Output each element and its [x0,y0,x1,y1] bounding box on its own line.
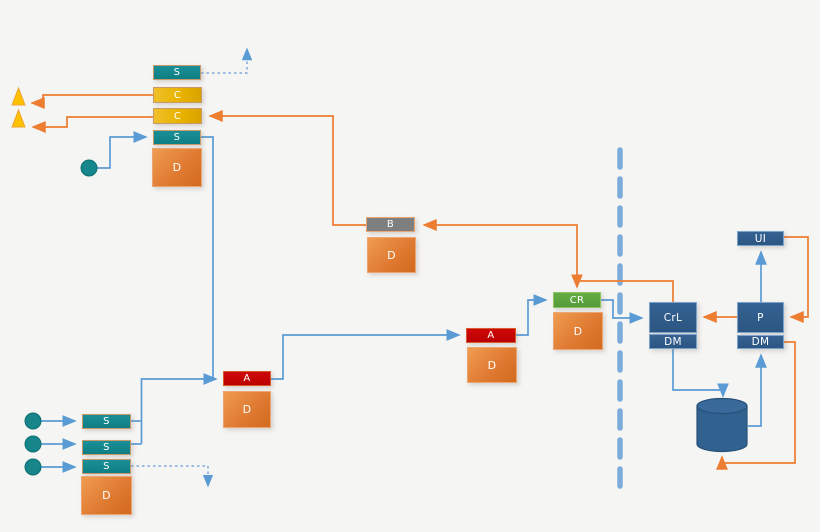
triangle-icon [11,108,26,128]
orange-flow-lines [30,94,809,470]
start-circles [24,159,98,476]
node-ui: UI [737,231,784,246]
dotted-arrow-s5-exit-down [131,465,214,488]
dotted-arrow-s1-exit-up [201,47,253,74]
arrow-b-to-c2 [208,110,366,226]
database-cylinder-icon [696,397,748,453]
arrow-ui-to-p [784,236,809,323]
node-d1: D [152,148,202,187]
node-p: P [737,302,784,333]
start-circle-icon [24,412,42,430]
arrow-a2-to-cr [516,294,548,336]
node-d-a1: D [223,391,271,428]
node-d-a2: D [467,347,517,383]
start-circle-icon [24,458,42,476]
node-dm-crl: DM [649,334,697,349]
arrow-circle-to-s2 [96,131,148,169]
arrow-c2-to-triangle2 [31,116,153,133]
node-a2: A [466,328,516,343]
node-c1: C [153,87,202,103]
node-s1: S [153,65,201,80]
arrow-crl-to-b [422,219,674,302]
blue-flow-lines [41,131,767,473]
arrow-a1-to-a2 [271,329,461,380]
node-crl: CrL [649,302,697,333]
arrow-c1-to-triangle1 [30,94,153,109]
output-triangles [11,86,26,128]
node-s5: S [82,459,131,474]
node-d-bot: D [81,476,132,515]
arrow-dmp-to-db [716,341,796,470]
start-circle-icon [24,435,42,453]
node-s3: S [82,414,131,429]
node-d-cr: D [553,312,603,350]
node-dm-p: DM [737,335,784,349]
arrow-dmcrl-to-db [672,349,729,398]
node-d-b: D [367,237,416,273]
node-cr: CR [553,292,601,308]
line-s2-down [201,136,214,378]
triangle-icon [11,86,26,106]
node-c2: C [153,108,202,124]
start-circle-icon [80,159,98,177]
node-b: B [366,217,415,232]
arrow-cr-to-crl [601,299,644,324]
node-a1: A [223,371,271,386]
node-s4: S [82,440,131,455]
node-s2: S [153,130,201,145]
arrow-into-a1 [140,373,218,444]
blue-dotted-lines [131,47,253,488]
arrow-db-to-dmp [748,353,767,427]
